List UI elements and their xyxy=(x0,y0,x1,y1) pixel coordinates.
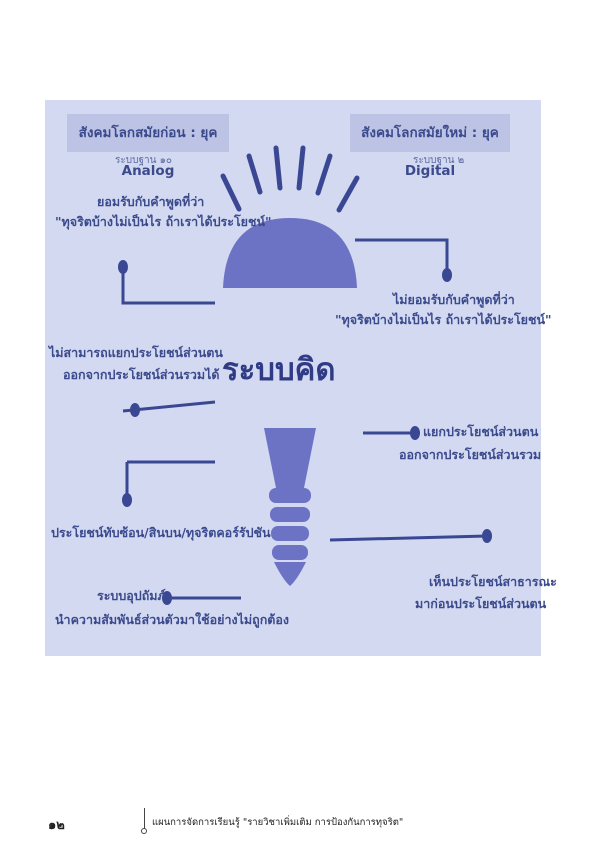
page-footer: ๑๒ แผนการจัดการเรียนรู้ "รายวิชาเพิ่มเติ… xyxy=(48,808,548,834)
right-era-sub: ระบบฐาน ๒ xyxy=(413,155,465,166)
connector-dots xyxy=(118,260,492,605)
right-item-1-line-1: ไม่ยอมรับกับคำพูดที่ว่า xyxy=(393,292,515,307)
bulb-neck xyxy=(264,428,316,488)
right-era-header: สังคมโลกสมัยใหม่ : ยุค Digital xyxy=(350,114,510,179)
left-item-2-line-2: ออกจากประโยชน์ส่วนรวมได้ xyxy=(63,367,220,382)
footer-divider-dot xyxy=(141,828,147,834)
left-item-4-line-1: ระบบอุปถัมภ์ xyxy=(97,588,166,603)
left-item-1-line-2: "ทุจริตบ้างไม่เป็นไร ถ้าเราได้ประโยชน์" xyxy=(55,214,272,229)
left-era-header: สังคมโลกสมัยก่อน : ยุค Analog xyxy=(67,114,229,179)
bulb-dome xyxy=(223,218,357,288)
page-number: ๑๒ xyxy=(48,818,65,833)
left-item-3-line-1: ประโยชน์ทับซ้อน/สินบน/ทุจริตคอร์รัปชัน xyxy=(51,525,271,540)
left-era-sub: ระบบฐาน ๑๐ xyxy=(115,155,173,166)
right-item-2-line-2: ออกจากประโยชน์ส่วนรวม xyxy=(399,447,542,462)
right-item-3-line-2: มาก่อนประโยชน์ส่วนตน xyxy=(415,596,547,611)
right-item-3-line-1: เห็นประโยชน์สาธารณะ xyxy=(429,574,557,589)
footer-divider xyxy=(144,808,145,830)
left-item-2-line-1: ไม่สามารถแยกประโยชน์ส่วนตน xyxy=(49,345,223,360)
right-item-1-line-2: "ทุจริตบ้างไม่เป็นไร ถ้าเราได้ประโยชน์" xyxy=(335,312,552,327)
left-item-1-line-1: ยอมรับกับคำพูดที่ว่า xyxy=(97,194,205,209)
diagram-graphics xyxy=(118,145,492,605)
center-title: ระบบคิด xyxy=(222,352,336,388)
bulb-base xyxy=(269,488,311,586)
footer-title: แผนการจัดการเรียนรู้ "รายวิชาเพิ่มเติม ก… xyxy=(152,817,404,828)
left-item-4-line-2: นำความสัมพันธ์ส่วนตัวมาใช้อย่างไม่ถูกต้อ… xyxy=(55,612,290,627)
thinking-system-diagram: สังคมโลกสมัยก่อน : ยุค Analog ระบบฐาน ๑๐… xyxy=(45,100,557,656)
light-rays xyxy=(220,145,360,213)
right-item-2-line-1: แยกประโยชน์ส่วนตน xyxy=(423,424,539,439)
